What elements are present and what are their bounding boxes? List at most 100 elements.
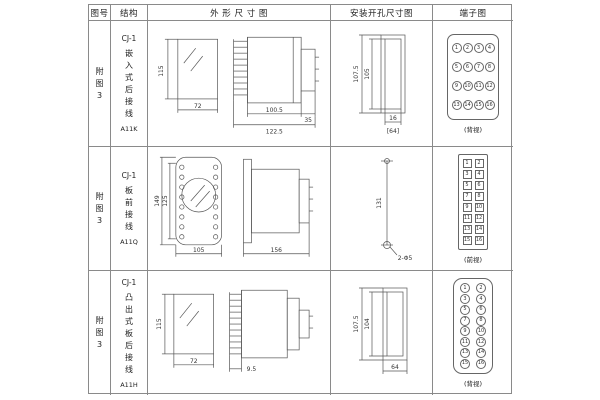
terminal-number: 10: [476, 326, 486, 337]
dim-100-5: 100.5: [266, 107, 283, 114]
terminal-number: 8: [474, 191, 484, 201]
dim-64-bracket: [64]: [387, 128, 399, 135]
terminal-number: 13: [460, 347, 470, 358]
terminal-number: 16: [474, 235, 484, 245]
terminal-number: 7: [462, 191, 472, 201]
view-caption: (背视): [463, 380, 483, 388]
terminal-number: 14: [474, 224, 484, 234]
terminal-number: 9: [462, 202, 472, 212]
dim-105: 105: [364, 68, 371, 80]
terminal-number: 5: [462, 180, 472, 190]
terminal-number: 10: [474, 202, 484, 212]
structure-cell-1: CJ-1 嵌入式后接线 A11K: [111, 21, 148, 147]
dim-107-5: 107.5: [353, 315, 360, 332]
terminal-number: 2: [474, 158, 484, 168]
terminal-number: 6: [462, 62, 473, 72]
view-caption: (前视): [463, 255, 483, 264]
terminal-number: 11: [462, 213, 472, 223]
terminal-number: 3: [460, 294, 470, 305]
terminal-number: 11: [460, 337, 470, 348]
model-label: CJ-1: [121, 277, 137, 287]
fig-label: 附图3: [95, 66, 104, 100]
dim-72: 72: [190, 357, 198, 364]
dim-156: 156: [271, 247, 283, 254]
mounting-drawing-2: 131 2-Φ5: [331, 147, 433, 271]
fig-cell-2: 附图3: [89, 147, 111, 271]
dim-149: 149: [154, 195, 161, 207]
terminal-number: 1: [460, 283, 470, 294]
dim-122-5: 122.5: [266, 129, 283, 136]
type-code: A11K: [120, 125, 138, 133]
structure-desc: 嵌入式后接线: [125, 49, 133, 118]
terminal-number: 10: [462, 81, 473, 91]
dim-125: 125: [162, 195, 169, 207]
header-structure: 结构: [111, 5, 148, 21]
outline-drawing-2: 149 125 105 156: [148, 147, 331, 271]
type-code: A11Q: [120, 238, 138, 246]
fig-label: 附图3: [95, 191, 104, 225]
mounting-svg-2: 131 2-Φ5: [376, 158, 412, 262]
structure-cell-3: CJ-1 凸出式板后接线 A11H: [111, 271, 148, 395]
fig-label: 附图3: [95, 316, 104, 349]
mounting-drawing-3: 107.5 104 64: [331, 271, 433, 395]
header-fig-no: 图号: [89, 5, 111, 21]
terminal-number: 1: [462, 158, 472, 168]
terminal-number: 12: [474, 213, 484, 223]
dim-105-w: 105: [193, 247, 205, 254]
terminal-number: 15: [473, 100, 484, 110]
terminal-number: 16: [484, 100, 495, 110]
terminal-number: 8: [476, 315, 486, 326]
dim-64: 64: [391, 364, 399, 371]
terminal-number: 4: [484, 43, 495, 53]
terminal-number: 2: [462, 43, 473, 53]
outline-svg-2: 149 125 105 156: [154, 156, 314, 257]
terminal-number: 7: [460, 315, 470, 326]
terminal-number: 7: [473, 62, 484, 72]
terminal-number: 14: [462, 100, 473, 110]
terminal-number: 15: [460, 358, 470, 369]
fig-cell-3: 附图3: [89, 271, 111, 395]
mounting-svg-1: 107.5 105 16 [64]: [353, 34, 406, 135]
terminal-number: 9: [451, 81, 462, 91]
outline-svg-1: 115 72 100.5 35 122.5: [158, 36, 320, 136]
dim-16: 16: [389, 115, 397, 122]
dim-104: 104: [364, 318, 371, 330]
structure-desc: 板前接线: [125, 186, 133, 231]
dim-115: 115: [156, 318, 163, 330]
terminal-number: 5: [451, 62, 462, 72]
terminal-number: 14: [476, 347, 486, 358]
dim-115: 115: [158, 65, 165, 77]
terminal-number: 6: [476, 304, 486, 315]
terminal-number: 13: [462, 224, 472, 234]
outline-drawing-3: 115 72 9.5: [148, 271, 331, 395]
view-caption: (背视): [463, 125, 483, 134]
type-code: A11H: [120, 380, 138, 389]
terminal-number: 16: [476, 358, 486, 369]
terminal-number: 3: [462, 169, 472, 179]
dim-9-5: 9.5: [247, 365, 257, 372]
mounting-svg-3: 107.5 104 64: [353, 287, 408, 374]
terminal-number: 3: [473, 43, 484, 53]
model-label: CJ-1: [121, 34, 137, 43]
header-terminal: 端子图: [433, 5, 513, 21]
terminal-number: 8: [484, 62, 495, 72]
terminal-number: 12: [484, 81, 495, 91]
terminal-number: 11: [473, 81, 484, 91]
header-mounting: 安装开孔尺寸图: [331, 5, 433, 21]
header-outline: 外 形 尺 寸 图: [148, 5, 331, 21]
terminal-number: 4: [474, 169, 484, 179]
terminal-number: 15: [462, 235, 472, 245]
terminal-number: 5: [460, 304, 470, 315]
terminal-number: 13: [451, 100, 462, 110]
outline-svg-3: 115 72 9.5: [156, 289, 314, 372]
terminal-number: 4: [476, 294, 486, 305]
terminal-number: 12: [476, 337, 486, 348]
spec-table: 图号 结构 外 形 尺 寸 图 安装开孔尺寸图 端子图 附图3 CJ-1 嵌入式…: [88, 4, 513, 395]
structure-cell-2: CJ-1 板前接线 A11Q: [111, 147, 148, 271]
